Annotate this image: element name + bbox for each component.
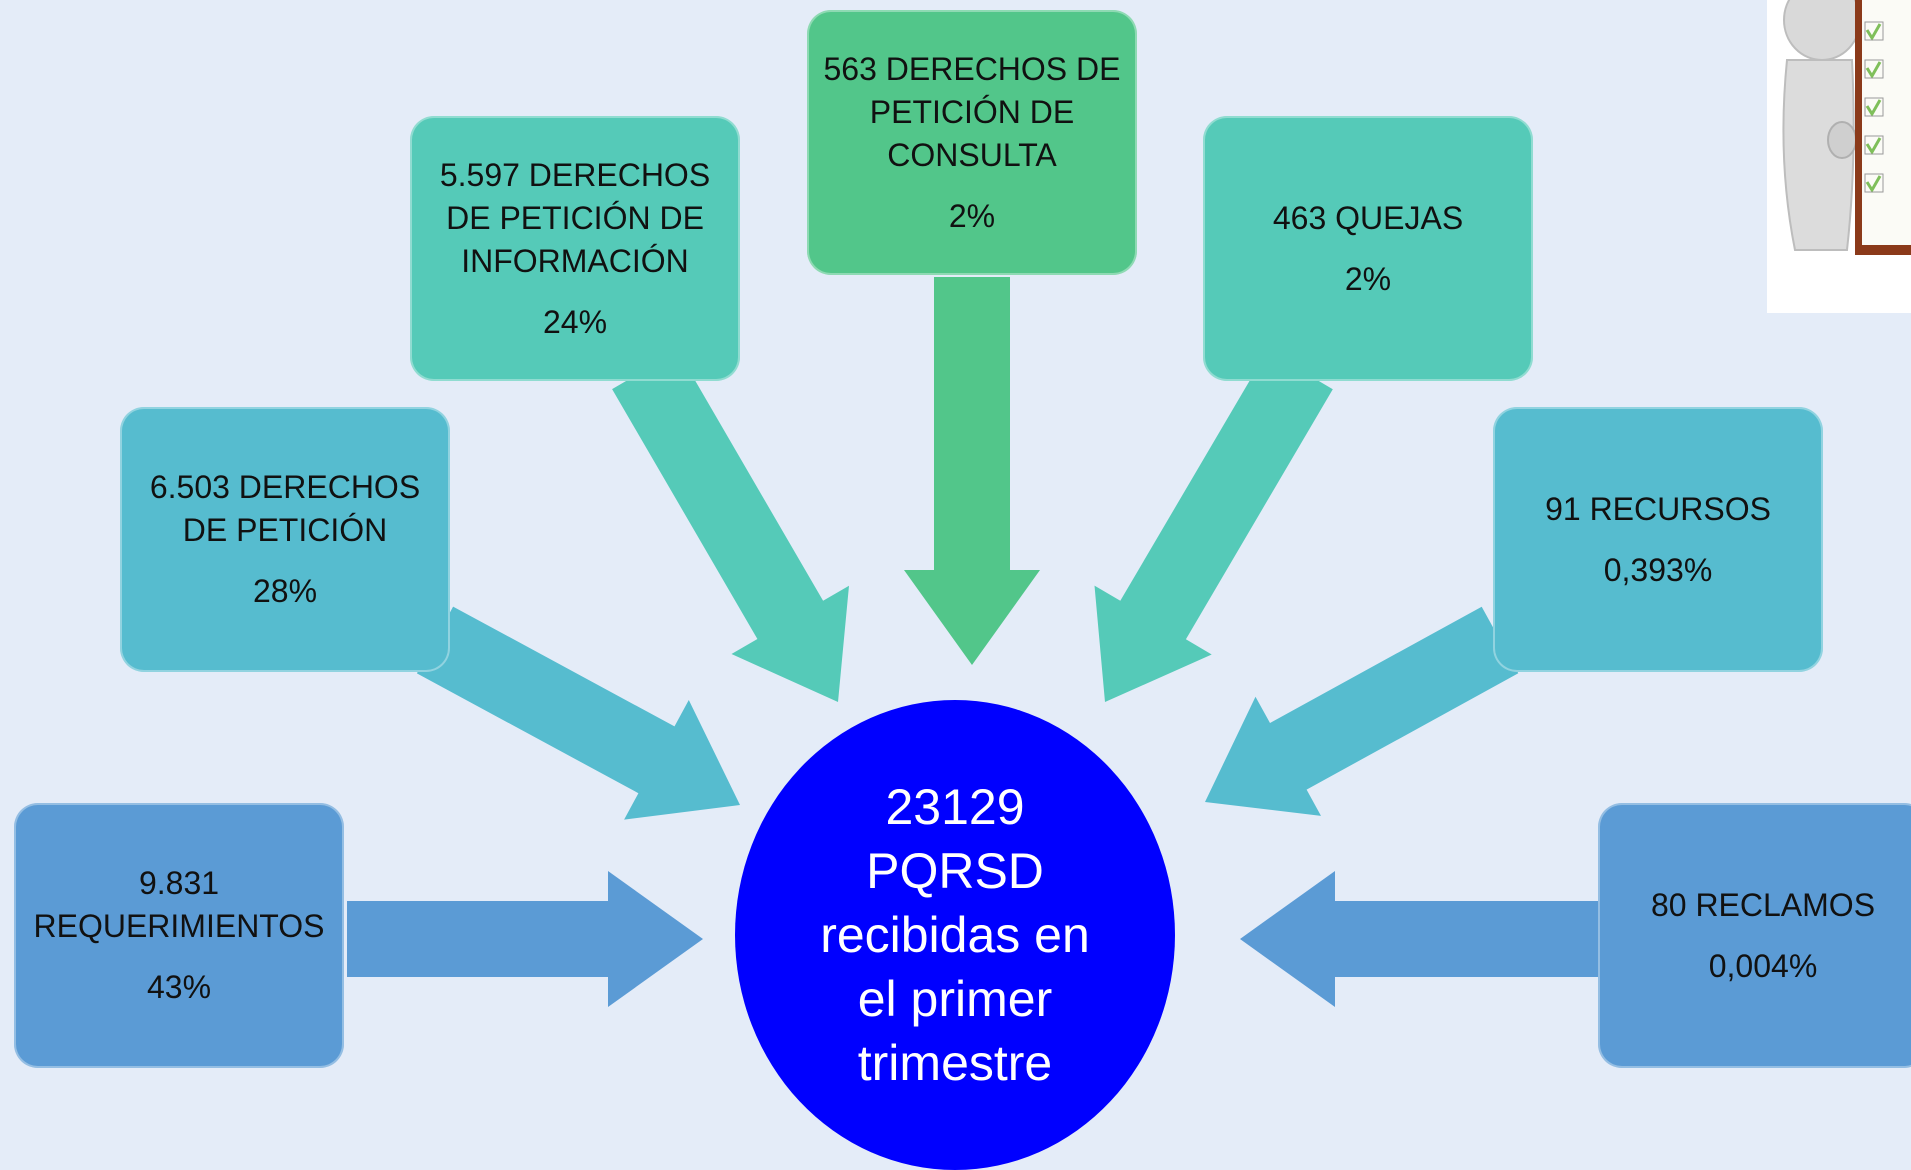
arrow-quejas bbox=[1094, 350, 1333, 702]
checklist-figure-icon bbox=[1767, 0, 1911, 313]
box-quejas: 463 QUEJAS 2% bbox=[1203, 116, 1533, 381]
arrow-peticion-informacion bbox=[612, 350, 849, 702]
box-derechos-peticion: 6.503 DERECHOS DE PETICIÓN 28% bbox=[120, 407, 450, 672]
box-percent: 28% bbox=[252, 573, 318, 609]
box-percent: 0,004% bbox=[1708, 947, 1818, 984]
arrow-reclamos bbox=[1240, 871, 1598, 1007]
arrow-derechos-peticion bbox=[416, 606, 740, 820]
arrow-recursos bbox=[1205, 606, 1519, 816]
arrow-requerimientos bbox=[347, 871, 703, 1007]
box-label: 9.831 REQUERIMIENTOS bbox=[33, 865, 325, 944]
box-label: 91 RECURSOS bbox=[1545, 490, 1771, 527]
center-circle: 23129 PQRSD recibidas en el primer trime… bbox=[735, 700, 1175, 1170]
center-total-text: 23129 PQRSD recibidas en el primer trime… bbox=[820, 779, 1090, 1091]
box-percent: 2% bbox=[1344, 260, 1392, 297]
box-requerimientos: 9.831 REQUERIMIENTOS 43% bbox=[14, 803, 344, 1068]
arrow-peticion-consulta bbox=[904, 277, 1040, 665]
box-recursos: 91 RECURSOS 0,393% bbox=[1493, 407, 1823, 672]
box-label: 563 DERECHOS DE PETICIÓN DE CONSULTA bbox=[823, 50, 1121, 173]
box-reclamos: 80 RECLAMOS 0,004% bbox=[1598, 803, 1911, 1068]
box-peticion-consulta: 563 DERECHOS DE PETICIÓN DE CONSULTA 2% bbox=[807, 10, 1137, 275]
box-percent: 0,393% bbox=[1603, 551, 1713, 588]
box-percent: 24% bbox=[542, 303, 608, 340]
box-label: 463 QUEJAS bbox=[1272, 199, 1464, 236]
box-label: 80 RECLAMOS bbox=[1650, 886, 1876, 923]
box-label: 5.597 DERECHOS DE PETICIÓN DE INFORMACIÓ… bbox=[439, 156, 711, 279]
box-peticion-informacion: 5.597 DERECHOS DE PETICIÓN DE INFORMACIÓ… bbox=[410, 116, 740, 381]
box-percent: 2% bbox=[948, 197, 996, 234]
box-label: 6.503 DERECHOS DE PETICIÓN bbox=[149, 469, 421, 548]
box-percent: 43% bbox=[146, 969, 212, 1005]
